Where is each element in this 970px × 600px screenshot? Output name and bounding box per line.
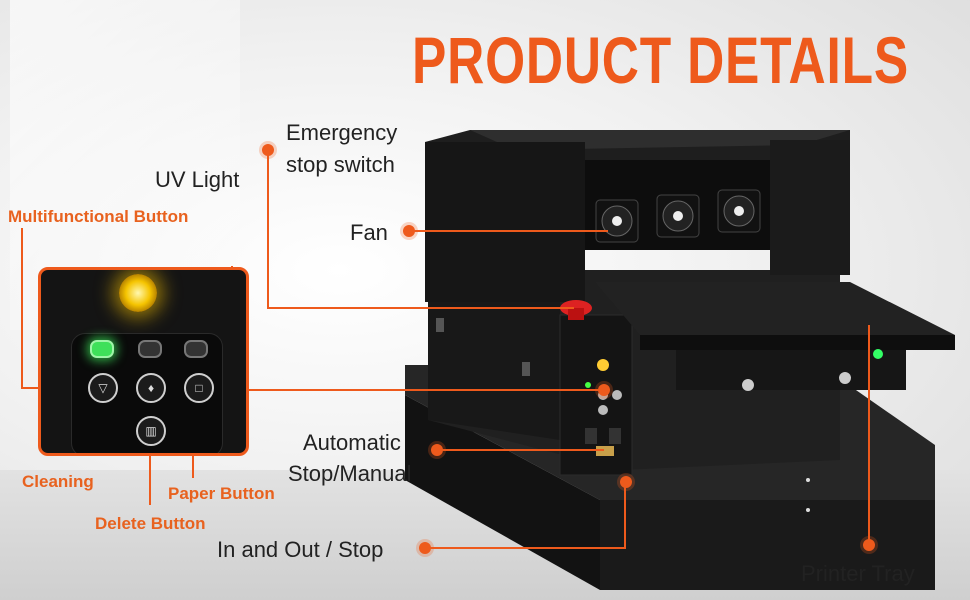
fan-label: Fan xyxy=(350,220,388,245)
automatic-label-line1: Automatic xyxy=(303,430,401,455)
button-panel: ▽ ♦ □ ▥ xyxy=(71,333,223,453)
callout-dot xyxy=(403,225,415,237)
delete-button-label: Delete Button xyxy=(95,514,206,533)
printer-tray xyxy=(595,282,955,391)
square-icon: □ xyxy=(184,373,214,403)
fan-icon xyxy=(595,189,761,243)
callout-dot xyxy=(262,144,274,156)
cleaning-label: Cleaning xyxy=(22,472,94,491)
drop-icon: ♦ xyxy=(136,373,166,403)
automatic-label-line2: Stop/Manual xyxy=(288,461,412,486)
triangle-icon: ▽ xyxy=(88,373,118,403)
callout-dot xyxy=(598,384,610,396)
paper-button-label: Paper Button xyxy=(168,484,275,503)
led-icon xyxy=(138,340,162,358)
trash-icon: ▥ xyxy=(136,416,166,446)
page-title: PRODUCT DETAILS xyxy=(412,23,909,97)
led-icon xyxy=(184,340,208,358)
green-led-icon xyxy=(90,340,114,358)
emergency-label-line1: Emergency xyxy=(286,120,398,145)
multifunctional-button-label: Multifunctional Button xyxy=(8,207,189,226)
emergency-label-line2: stop switch xyxy=(286,152,395,177)
control-panel-inset: ▽ ♦ □ ▥ xyxy=(38,267,249,456)
in-out-label: In and Out / Stop xyxy=(217,537,384,562)
uv-light-label: UV Light xyxy=(155,167,240,192)
callout-dot xyxy=(419,542,431,554)
callout-dot xyxy=(620,476,632,488)
printer-tray-label: Printer Tray xyxy=(801,561,915,586)
callout-dot xyxy=(431,444,443,456)
uv-light-icon xyxy=(119,274,157,312)
callout-dot xyxy=(863,539,875,551)
emergency-stop-icon xyxy=(560,300,592,320)
